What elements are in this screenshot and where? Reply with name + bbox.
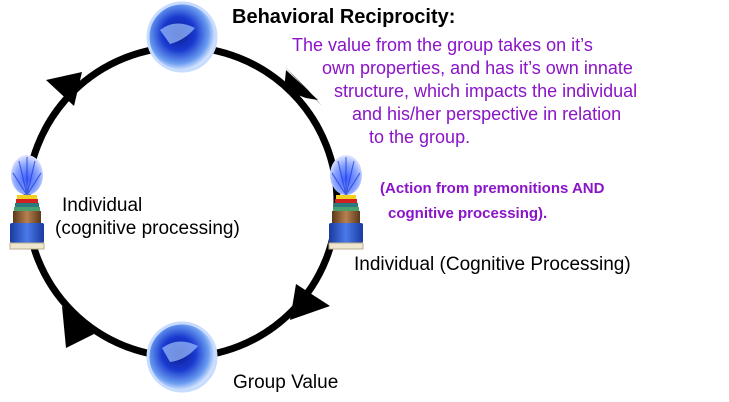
description-line: The value from the group takes on it’s [292,35,593,55]
globe-orb-icon [146,321,218,393]
left-individual-label: Individual [62,195,143,216]
action-note-line: cognitive processing). [388,205,548,222]
description-line: to the group. [369,127,471,147]
group-value-label: Group Value [233,372,339,393]
arrow-head-bottom-left [62,306,94,348]
arrow-head-bottom-right [290,284,330,320]
description-line: own properties, and has it’s own innate [322,58,633,78]
left-individual-sublabel: (cognitive processing) [55,218,240,239]
arrow-head-top-right-main [284,66,322,106]
right-individual-label: Individual (Cognitive Processing) [354,254,631,275]
arrow-head-top-right [284,70,318,100]
arrow-head-top-left [46,72,82,106]
description-line: structure, which impacts the individual [334,81,638,101]
globe-orb-icon [146,1,218,73]
description-line: and his/her perspective in relation [352,104,622,124]
layered-tower-icon [9,154,45,250]
diagram-title: Behavioral Reciprocity: [232,6,456,28]
action-note-line: (Action from premonitions AND [380,180,605,197]
